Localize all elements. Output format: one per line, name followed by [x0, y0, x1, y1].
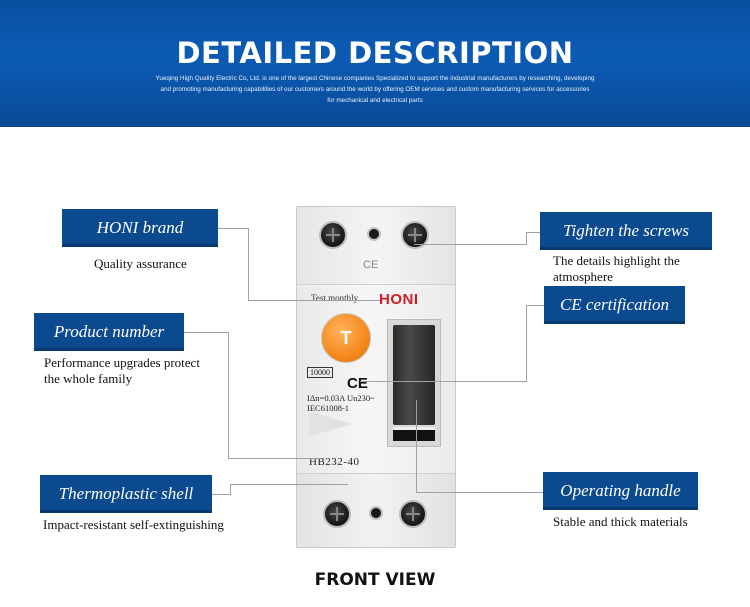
screw-icon: [399, 500, 427, 528]
device-top-terminals: CE: [297, 207, 455, 285]
front-view-caption: FRONT VIEW: [314, 570, 436, 590]
desc-operating-handle: Stable and thick materials: [553, 514, 688, 530]
tag-operating-handle: Operating handle: [543, 472, 698, 510]
screw-icon: [323, 500, 351, 528]
hole-icon: [369, 506, 383, 520]
intro-line: for mechanical and electrical parts: [327, 97, 423, 104]
ce-mark: CE: [347, 375, 368, 392]
connector-line: [248, 300, 380, 301]
desc-tighten-screws: The details highlight the atmosphere: [553, 253, 680, 285]
desc-line: Stable and thick materials: [553, 514, 688, 529]
connector-line: [360, 381, 526, 382]
handle-slot: [393, 427, 435, 441]
connector-line: [416, 400, 417, 492]
connector-line: [414, 244, 526, 245]
tag-tighten-screws: Tighten the screws: [540, 212, 712, 250]
company-intro: Yueqing High Quality Electric Co, Ltd. i…: [140, 73, 610, 106]
spec-rating: IΔn=0.03A Un230~: [307, 393, 375, 403]
desc-thermoplastic-shell: Impact-resistant self-extinguishing: [43, 517, 224, 533]
connector-line: [228, 458, 320, 459]
desc-line: atmosphere: [553, 269, 613, 284]
connector-line: [218, 228, 248, 229]
desc-line: Performance upgrades protect: [44, 355, 200, 370]
rating-code: 10000: [307, 367, 333, 378]
header-banner: DETAILED DESCRIPTION Yueqing High Qualit…: [0, 0, 750, 127]
tag-ce-certification: CE certification: [544, 286, 685, 324]
connector-line: [230, 484, 348, 485]
ce-emboss: CE: [363, 259, 379, 271]
connector-line: [228, 332, 229, 458]
page-title: DETAILED DESCRIPTION: [176, 36, 574, 70]
connector-line: [230, 484, 231, 495]
spec-standard: IEC61008-1: [307, 403, 350, 413]
tag-product-number: Product number: [34, 313, 184, 351]
device-bottom-terminals: [297, 473, 455, 547]
connector-line: [248, 228, 249, 300]
honi-logo: HONI: [379, 291, 419, 308]
hole-icon: [367, 227, 381, 241]
connector-line: [416, 492, 543, 493]
desc-line: Quality assurance: [94, 256, 187, 271]
tag-honi-brand: HONI brand: [62, 209, 218, 247]
desc-line: Impact-resistant self-extinguishing: [43, 517, 224, 532]
rcd-device: CE Test monthly HONI T 10000 CE IΔn=0.03…: [296, 206, 456, 548]
test-button[interactable]: T: [321, 313, 371, 363]
desc-line: The details highlight the: [553, 253, 680, 268]
screw-icon: [319, 221, 347, 249]
connector-line: [526, 232, 540, 233]
intro-line: Yueqing High Quality Electric Co, Ltd. i…: [155, 75, 595, 82]
desc-honi-brand: Quality assurance: [94, 256, 187, 272]
model-number: HB232-40: [309, 456, 360, 468]
tag-thermoplastic-shell: Thermoplastic shell: [40, 475, 212, 513]
connector-line: [212, 494, 230, 495]
test-monthly-label: Test monthly: [311, 293, 359, 303]
connector-line: [184, 332, 228, 333]
panel-arrow-shape: [309, 412, 353, 436]
operating-handle[interactable]: [393, 325, 435, 425]
desc-line: the whole family: [44, 371, 133, 386]
connector-line: [526, 232, 527, 245]
connector-line: [526, 305, 544, 306]
intro-line: and promoting manufacturing capabilities…: [160, 86, 590, 93]
connector-line: [526, 305, 527, 382]
desc-product-number: Performance upgrades protect the whole f…: [44, 355, 200, 387]
